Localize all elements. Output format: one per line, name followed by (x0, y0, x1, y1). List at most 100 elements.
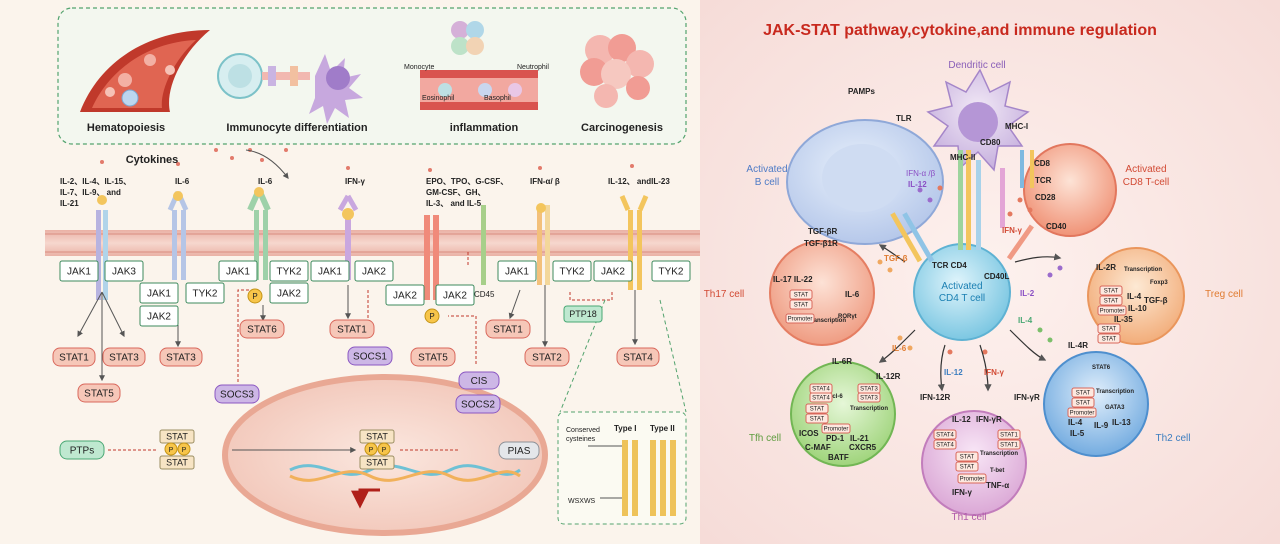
ptp18-shape (563, 305, 603, 323)
jak-kinase-9: JAK2 (362, 267, 386, 278)
small-stat-shape (1097, 323, 1121, 334)
small-stat: STAT (794, 303, 809, 309)
annotation-label: TGF-β1R (804, 239, 838, 248)
small-stat-shape (955, 451, 979, 462)
cell-label: Basophil (484, 95, 511, 102)
annotation-label: TGF-β (1144, 296, 1168, 305)
jak-kinase-13: TYK2 (559, 267, 584, 278)
pias-shape (498, 441, 540, 460)
small-promoter: Promoter (960, 477, 985, 483)
jak-kinase-6-shape (269, 260, 309, 282)
jak-kinase-10-shape (385, 284, 425, 306)
small-stat4: STAT4 (812, 396, 830, 402)
stat-6-shape (410, 347, 456, 367)
cell-type-label: CD8 T-cell (1123, 177, 1170, 188)
small-stat3: STAT3 (860, 387, 878, 393)
small-stat: STAT (1104, 299, 1119, 305)
annotation-label: PAMPs (848, 87, 876, 96)
annotation-label: IFN-α /β (906, 169, 936, 178)
annotation-label: IL-17 IL-22 (773, 275, 813, 284)
annotation-label: Foxp3 (1150, 280, 1168, 286)
jak-kinase-0: JAK1 (67, 267, 91, 278)
annotation-label: CD28 (1035, 193, 1056, 202)
socs1: SOCS1 (353, 352, 387, 363)
annotation-label: GATA3 (1105, 405, 1125, 411)
small-stat: STAT (1102, 327, 1117, 333)
type-label: Type I (614, 424, 637, 433)
small-stat1-shape (997, 429, 1021, 440)
annotation-label: C-MAF (805, 443, 831, 452)
cytokine-group-label: GM-CSF、GH、 (426, 188, 486, 197)
small-promoter: Promoter (824, 427, 849, 433)
stat-5: STAT1 (337, 325, 367, 336)
stat-7-shape (485, 319, 531, 339)
stat-9-shape (616, 347, 660, 367)
phospho-icon (377, 442, 391, 456)
small-promoter-shape (821, 423, 851, 434)
stat-1: STAT3 (109, 353, 139, 364)
annotation-label: IL-6 (845, 290, 860, 299)
cytokine-group-label: IL-12、 andIL-23 (608, 177, 670, 186)
socs2: SOCS2 (461, 400, 495, 411)
small-stat: STAT (810, 407, 825, 413)
phospho-label: P (182, 447, 187, 454)
transcription-label: Transcription (1096, 389, 1134, 395)
annotation-label: TCR CD4 (932, 261, 967, 270)
small-promoter: Promoter (788, 317, 813, 323)
cell-type-label: Th2 cell (1155, 433, 1190, 444)
annotation-label: IL-4R (1068, 341, 1088, 350)
jak-kinase-12-shape (497, 260, 537, 282)
transcription-label: Transcription (850, 406, 888, 412)
process-label: Immunocyte differentiation (226, 122, 367, 134)
cell-label: Eosinophil (422, 95, 455, 102)
process-label: Hematopoiesis (87, 122, 165, 134)
small-promoter-shape (785, 313, 815, 324)
annotation-label: IL-2 (1020, 289, 1035, 298)
right-panel (700, 0, 1280, 544)
annotation-label: IL-21 (850, 434, 869, 443)
small-stat1: STAT1 (1000, 443, 1018, 449)
cytokine-group-label: IL-7、IL-9、 and (60, 188, 121, 197)
small-stat: STAT (1104, 289, 1119, 295)
annotation-label: ICOS (799, 429, 819, 438)
receptor-type-art (588, 440, 676, 516)
figure-title: JAK-STAT pathway,cytokine,and immune reg… (763, 22, 1157, 39)
small-stat-shape (789, 299, 813, 310)
jak-kinase-11-shape (435, 284, 475, 306)
annotation-label: STAT6 (1092, 365, 1111, 371)
annotation-label: IL-5 (1070, 429, 1085, 438)
jak-kinase-7: JAK2 (277, 289, 301, 300)
annotation-label: BATF (828, 453, 849, 462)
process-label: inflammation (450, 122, 519, 134)
phospho-label: P (169, 447, 174, 454)
stat-3-shape (159, 347, 203, 367)
socs3: SOCS3 (220, 390, 254, 401)
cell-type-label: Activated (941, 281, 982, 292)
hematopoiesis-illustration (80, 30, 210, 112)
conserved-label: Conserved (566, 427, 600, 434)
phospho-label: P (429, 312, 434, 321)
label-layer: Hematopoiesis Immunocyte differentiation i… (52, 22, 1243, 523)
dimer-stat-bottom: STAT (366, 458, 388, 468)
cytokine-group-label: IL-21 (60, 199, 79, 208)
annotation-label: IL-35 (1114, 315, 1133, 324)
jak-kinase-1: JAK3 (112, 267, 136, 278)
cytokine-group-label: IL-6 (175, 177, 190, 186)
small-stat: STAT (794, 293, 809, 299)
jak-kinase-15-shape (651, 260, 691, 282)
ptp18: PTP18 (569, 309, 597, 319)
phospho-icon (424, 308, 440, 324)
phospho-icon (364, 442, 378, 456)
small-stat-shape (805, 403, 829, 414)
annotation-label: IL-4 (1068, 418, 1083, 427)
stat-4: STAT6 (247, 325, 277, 336)
annotation-label: IL-12R (876, 372, 901, 381)
annotation-label: MHC-II (950, 153, 975, 162)
jak-kinase-4: JAK2 (147, 312, 171, 323)
jak-kinase-10: JAK2 (393, 291, 417, 302)
jak-kinase-14-shape (593, 260, 633, 282)
dendritic-cell (926, 68, 1030, 172)
jak-kinase-12: JAK1 (505, 267, 529, 278)
small-stat4-shape (809, 392, 833, 403)
socs3-shape (214, 384, 260, 404)
